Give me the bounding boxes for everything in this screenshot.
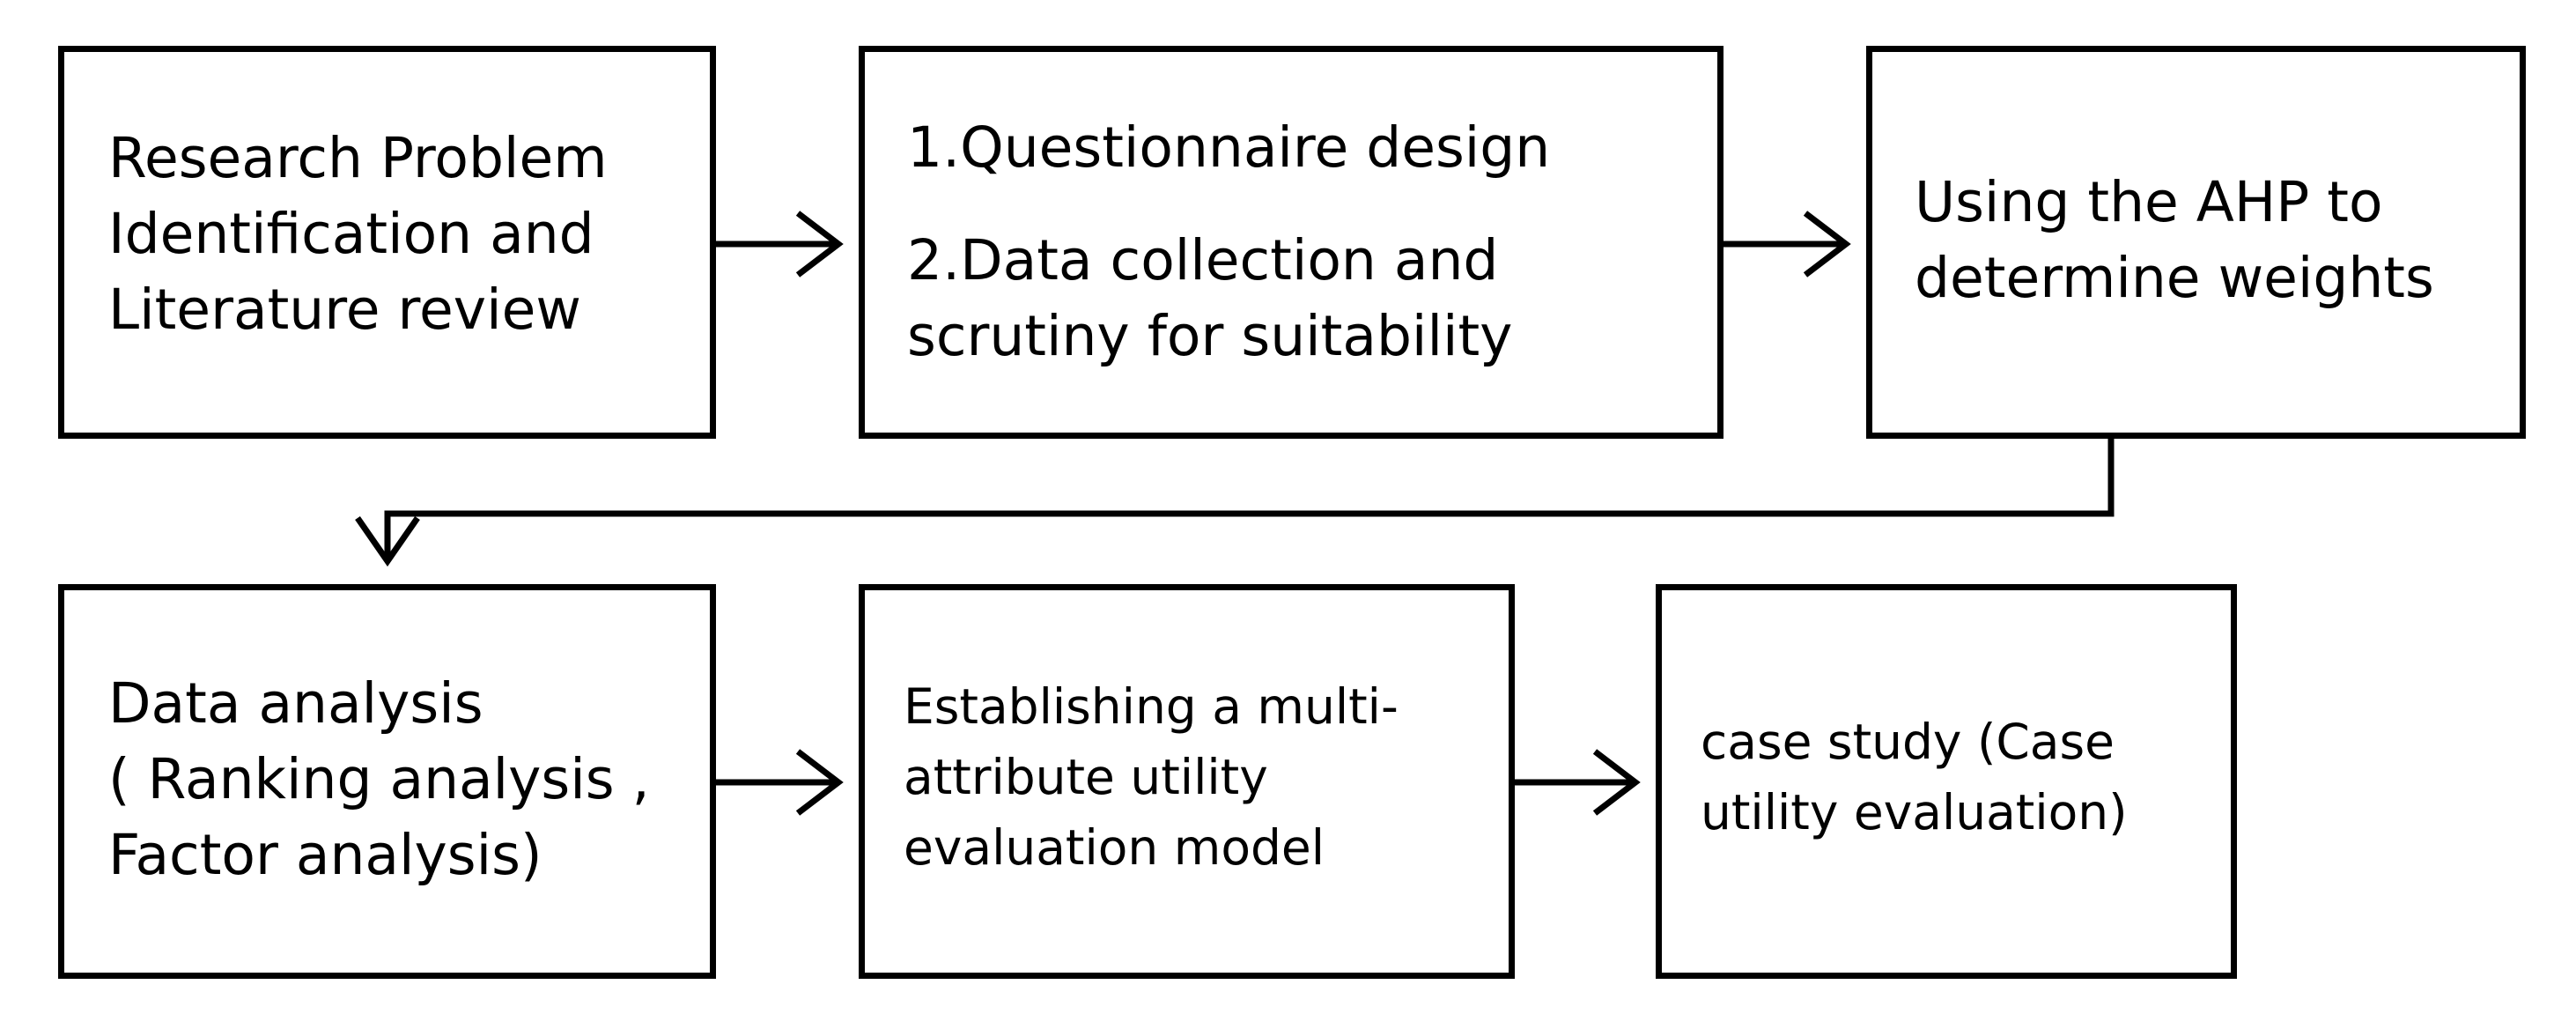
case-study-line-1: case study (Case [1701,714,2115,770]
arrow-model-to-case-study [1515,749,1641,816]
ahp-weights-box: Using the AHP to determine weights [1866,46,2526,439]
research-problem-line-2: Identification and [108,202,594,266]
research-problem-box: Research Problem Identification and Lite… [58,46,716,439]
arrow-questionnaire-to-ahp [1723,211,1851,278]
data-analysis-line-2: ( Ranking analysis , [108,747,650,811]
data-analysis-box: Data analysis ( Ranking analysis , Facto… [58,584,716,979]
utility-model-box: Establishing a multi- attribute utility … [859,584,1515,979]
questionnaire-data-collection-box: 1.Questionnaire design 2.Data collection… [859,46,1723,439]
arrow-ahp-to-data-analysis [355,439,2115,567]
ahp-weights-line-2: determine weights [1915,246,2434,310]
utility-model-line-2: attribute utility [904,749,1268,805]
utility-model-line-3: evaluation model [904,819,1325,876]
case-study-line-2: utility evaluation) [1701,784,2128,840]
arrow-data-analysis-to-model [716,749,844,816]
questionnaire-design-item: 1.Questionnaire design [907,115,1551,180]
arrow-research-to-questionnaire [716,211,844,278]
data-analysis-line-1: Data analysis [108,671,483,736]
utility-model-line-1: Establishing a multi- [904,678,1399,735]
ahp-weights-line-1: Using the AHP to [1915,170,2383,234]
data-collection-item-line-1: 2.Data collection and [907,228,1499,292]
research-problem-line-3: Literature review [108,278,581,342]
case-study-box: case study (Case utility evaluation) [1656,584,2237,979]
research-problem-line-1: Research Problem [108,126,608,190]
data-analysis-line-3: Factor analysis) [108,823,543,887]
data-collection-item-line-2: scrutiny for suitability [907,304,1513,368]
